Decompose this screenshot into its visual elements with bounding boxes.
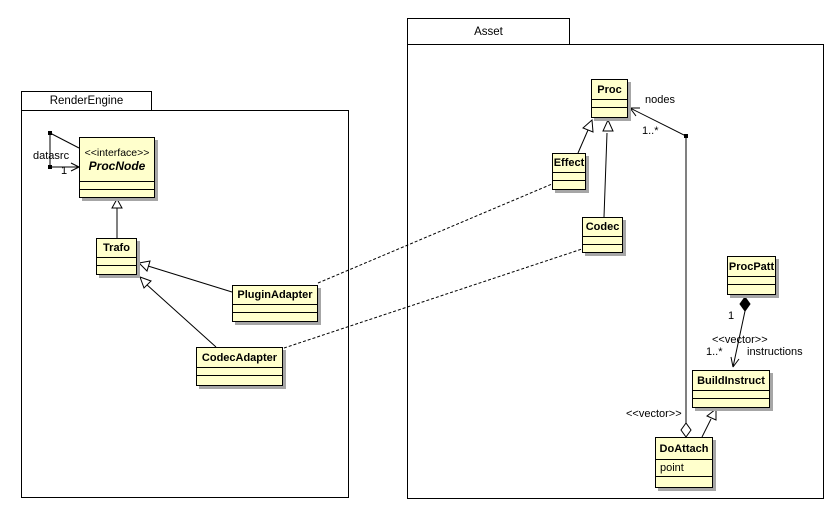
class-trafo-operations [97,266,136,274]
class-buildinstruct[interactable]: BuildInstruct [692,370,770,408]
class-proc[interactable]: Proc [591,79,628,118]
class-trafo-title: Trafo [97,239,136,258]
label-instructions: instructions [747,346,803,358]
class-effect-attributes [553,173,585,181]
class-procnode-operations [80,190,154,197]
class-codec-operations [583,245,622,252]
class-procpatt-attributes [728,277,775,285]
class-pluginadapter[interactable]: PluginAdapter [232,285,318,322]
class-codec-name: Codec [585,221,620,233]
class-pluginadapter-operations [233,313,317,321]
class-codecadapter-title: CodecAdapter [197,348,282,368]
class-doattach-operations [656,477,712,487]
class-codecadapter-name: CodecAdapter [201,351,278,364]
label-nodes: nodes [645,94,675,106]
class-pluginadapter-name: PluginAdapter [237,289,313,301]
class-codec-title: Codec [583,218,622,237]
class-proc-operations [592,108,627,117]
class-codecadapter-operations [197,376,282,385]
class-pluginadapter-attributes [233,305,317,313]
class-doattach[interactable]: DoAttach point [655,437,713,488]
class-procpatt-title: ProcPatt [728,257,775,277]
label-instructions-stereotype: <<vector>> [712,334,768,346]
class-procpatt-operations [728,285,775,294]
class-codec[interactable]: Codec [582,217,623,253]
class-buildinstruct-operations [693,399,769,407]
class-procnode-title: <<interface>> ProcNode [80,138,154,182]
label-nodes-stereotype: <<vector>> [626,408,682,420]
label-datasrc-multiplicity: 1 [61,165,68,177]
label-instructions-multiplicity: 1..* [706,346,723,358]
class-effect-name: Effect [553,157,585,169]
class-doattach-name: DoAttach [659,442,709,455]
class-effect[interactable]: Effect [552,153,586,190]
class-doattach-attributes: point [656,460,712,477]
class-procnode-stereotype: <<interface>> [84,146,150,159]
package-tab-renderengine[interactable]: RenderEngine [21,91,152,111]
class-proc-name: Proc [597,83,622,96]
attribute-point: point [660,462,684,474]
class-codecadapter[interactable]: CodecAdapter [196,347,283,386]
class-effect-title: Effect [553,154,585,173]
class-trafo-name: Trafo [103,242,130,254]
label-instructions-source-multiplicity: 1 [728,310,735,322]
package-name-renderengine: RenderEngine [49,95,124,107]
class-procpatt[interactable]: ProcPatt [727,256,776,295]
class-codec-attributes [583,237,622,245]
label-datasrc: datasrc [33,150,70,162]
class-proc-title: Proc [592,80,627,100]
class-procnode[interactable]: <<interface>> ProcNode [79,137,155,198]
class-doattach-title: DoAttach [656,438,712,460]
class-procnode-name: ProcNode [88,158,146,173]
class-buildinstruct-attributes [693,391,769,399]
class-proc-attributes [592,100,627,108]
class-codecadapter-attributes [197,368,282,376]
class-trafo-attributes [97,258,136,266]
class-buildinstruct-title: BuildInstruct [693,371,769,391]
class-trafo[interactable]: Trafo [96,238,137,275]
package-name-asset: Asset [474,25,503,38]
package-tab-asset[interactable]: Asset [407,18,570,45]
class-procpatt-name: ProcPatt [728,260,775,273]
class-buildinstruct-name: BuildInstruct [697,374,765,387]
class-procnode-attributes [80,182,154,190]
label-nodes-multiplicity: 1..* [642,125,659,137]
class-pluginadapter-title: PluginAdapter [233,286,317,305]
class-effect-operations [553,181,585,189]
